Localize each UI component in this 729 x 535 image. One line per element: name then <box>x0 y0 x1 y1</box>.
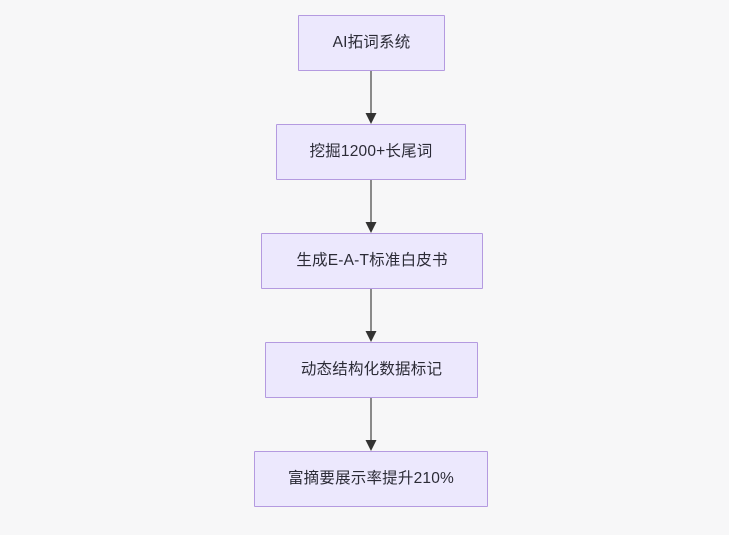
flowchart-node-ai-keyword-system[interactable]: AI拓词系统 <box>298 15 445 71</box>
flowchart-edge-3-to-4 <box>359 398 383 451</box>
flowchart-edge-1-to-2 <box>359 180 383 233</box>
node-label: 生成E-A-T标准白皮书 <box>296 252 448 270</box>
node-label: AI拓词系统 <box>332 34 411 52</box>
flowchart-node-mine-longtail-keywords[interactable]: 挖掘1200+长尾词 <box>276 124 466 180</box>
flowchart-node-generate-eat-whitepaper[interactable]: 生成E-A-T标准白皮书 <box>261 233 483 289</box>
arrowhead-icon <box>365 331 377 342</box>
arrowhead-icon <box>365 222 377 233</box>
arrowhead-icon <box>365 113 377 124</box>
flowchart-edge-0-to-1 <box>359 71 383 124</box>
node-label: 富摘要展示率提升210% <box>287 470 455 488</box>
flowchart-node-dynamic-structured-data-markup[interactable]: 动态结构化数据标记 <box>265 342 478 398</box>
node-label: 动态结构化数据标记 <box>300 361 443 379</box>
arrowhead-icon <box>365 440 377 451</box>
flowchart-node-rich-snippet-impression-lift[interactable]: 富摘要展示率提升210% <box>254 451 488 507</box>
node-label: 挖掘1200+长尾词 <box>309 143 433 161</box>
flowchart-edge-2-to-3 <box>359 289 383 342</box>
